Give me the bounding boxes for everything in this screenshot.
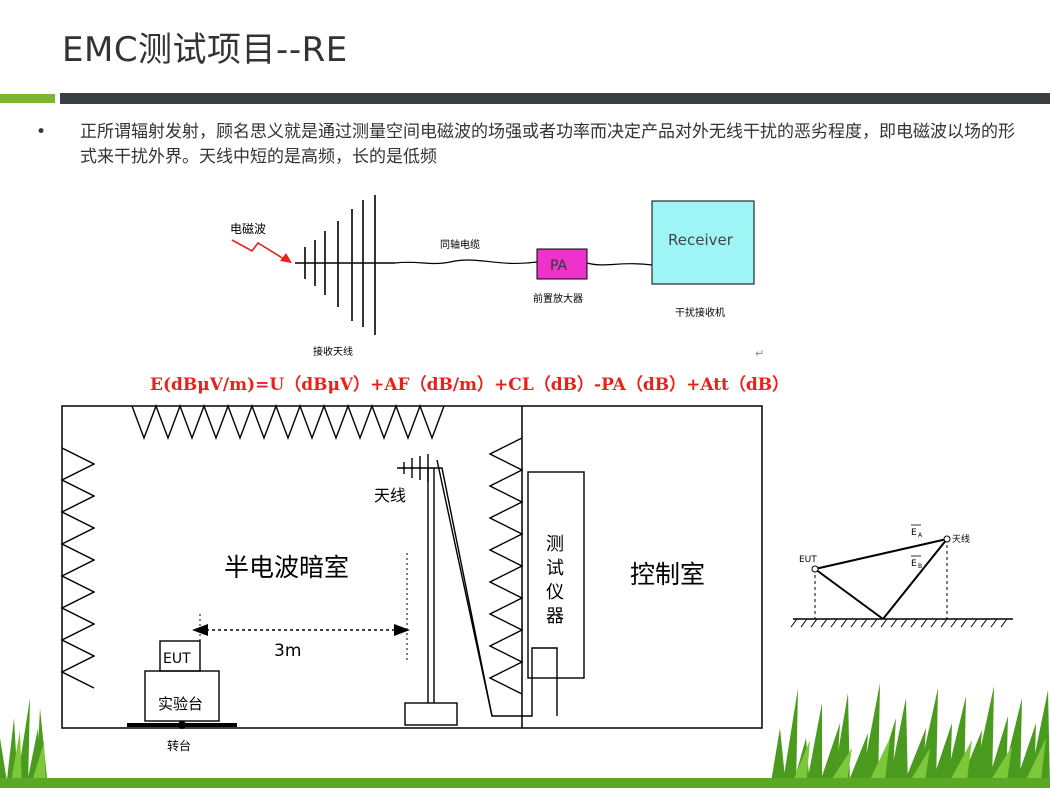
eut-label: EUT xyxy=(163,651,191,667)
em-wave-arrow xyxy=(231,239,285,260)
bullet-text: 正所谓辐射发射，顾名思义就是通过测量空间电磁波的场强或者功率而决定产品对外无线干… xyxy=(80,122,1015,167)
preamp-label: 前置放大器 xyxy=(533,292,583,305)
antenna-label-small: 天线 xyxy=(952,533,970,545)
pa-label: PA xyxy=(550,258,568,274)
antenna-point xyxy=(943,535,951,543)
eb-subscript: B xyxy=(918,563,922,570)
accent-bar-dark xyxy=(60,93,1050,104)
turntable-pivot xyxy=(178,721,186,729)
test-instrument-box xyxy=(527,471,585,679)
eut-point xyxy=(811,565,819,573)
receive-antenna xyxy=(295,195,395,335)
incident-ray xyxy=(814,568,884,620)
instrument-char-3: 仪 xyxy=(546,582,564,603)
direct-ray xyxy=(814,538,948,570)
distance-label: 3m xyxy=(274,641,301,661)
receiver-label: 干扰接收机 xyxy=(675,306,725,319)
ea-subscript: A xyxy=(918,532,923,539)
chamber-outline xyxy=(61,405,763,729)
bullet-dot: • xyxy=(36,122,47,142)
reflected-ray xyxy=(882,538,948,620)
reflection-diagram: EUT 天线 E A E B xyxy=(790,524,1013,628)
antenna-mast xyxy=(397,454,558,726)
em-wave-arrowhead xyxy=(280,253,292,263)
turntable-label: 转台 xyxy=(167,738,191,753)
ground-hatching xyxy=(790,618,1008,628)
cable-to-receiver xyxy=(586,262,653,266)
chamber-diagram: 天线 测 试 仪 器 半电波暗室 控制室 3m EUT 实验台 转台 xyxy=(52,398,768,768)
eb-label: E xyxy=(911,559,917,569)
receiver-name: Receiver xyxy=(668,231,734,249)
control-room-label: 控制室 xyxy=(630,560,705,589)
accent-bar-green xyxy=(0,94,55,103)
receiver-box xyxy=(651,200,755,285)
instrument-char-2: 试 xyxy=(546,558,564,579)
instrument-char-4: 器 xyxy=(546,606,564,627)
em-wave-label: 电磁波 xyxy=(230,221,266,236)
return-mark: ↵ xyxy=(755,347,764,360)
left-absorbers xyxy=(60,447,96,689)
instrument-char-1: 测 xyxy=(546,534,564,555)
slide-title: EMC测试项目--RE xyxy=(62,30,348,70)
coax-cable xyxy=(394,259,538,265)
coax-label: 同轴电缆 xyxy=(440,238,480,251)
top-absorbers xyxy=(131,404,445,440)
distance-arrowhead-right xyxy=(394,624,410,636)
semi-anechoic-label: 半电波暗室 xyxy=(224,553,349,582)
pa-box xyxy=(536,248,588,280)
table-label: 实验台 xyxy=(158,695,203,713)
grass-decoration xyxy=(0,683,1050,788)
signal-chain-diagram: 电磁波 接收天线 同轴电缆 PA 前置放大器 Receiver 干扰接收机 ↵ xyxy=(230,195,764,360)
field-strength-formula: E(dBμV/m)=U（dBμV）+AF（dB/m）+CL（dB）-PA（dB）… xyxy=(150,375,790,395)
antenna-label: 接收天线 xyxy=(313,345,353,358)
ea-label: E xyxy=(911,528,917,538)
eut-label-small: EUT xyxy=(799,555,817,565)
right-absorbers xyxy=(488,437,524,695)
antenna-label-chamber: 天线 xyxy=(374,486,406,505)
